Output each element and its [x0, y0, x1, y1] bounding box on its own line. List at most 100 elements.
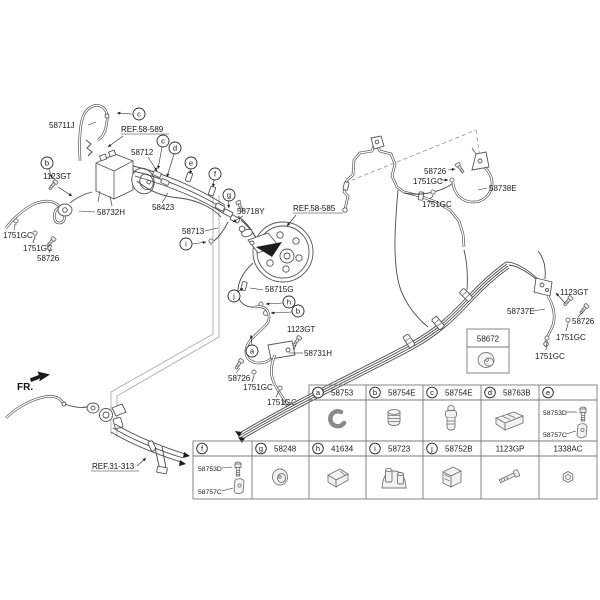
rear-axle-tube-assembly [342, 135, 468, 328]
center-front-hose-assembly: 58715G 1123GT 58731H 58726 1751GC 1751GC [228, 262, 332, 407]
brake-booster: REF.58-585 [238, 204, 343, 283]
part-icon-cap-grommet [272, 468, 288, 486]
svg-text:g: g [227, 191, 231, 200]
label-58726: 58726 [424, 167, 447, 176]
part-icon-bracket [576, 423, 588, 439]
label-58715g: 58715G [265, 285, 293, 294]
part-icon-bracket [233, 478, 245, 495]
label-58718y: 58718Y [237, 207, 265, 216]
label-1123gt: 1123GT [287, 325, 315, 334]
catalog-cell-h[interactable]: h 41634 [312, 442, 354, 488]
callout-j: j [227, 287, 244, 303]
callout-h: h [265, 295, 296, 309]
part-number: 58723 [388, 445, 411, 454]
tube-clamp [147, 440, 157, 452]
catalog-cell-a[interactable]: a 58753 [312, 386, 354, 429]
label-1751gc: 1751GC [267, 398, 297, 407]
catalog-cell-e[interactable]: e 58753D 58757C [542, 386, 588, 439]
part-icon-clip-3d [327, 468, 349, 488]
catalog-cell-g[interactable]: g 58248 [255, 442, 297, 486]
front-left-brake-hose: 1751GC 1751GC 58726 58732H [3, 191, 125, 263]
catalog-cell-f[interactable]: f 58753D 58757C [196, 442, 245, 496]
part-icon-bolt [579, 406, 587, 422]
label-58711j: 58711J [49, 121, 75, 130]
callout-e: e [184, 156, 198, 175]
svg-text:j: j [232, 292, 235, 301]
part-number: 1338AC [554, 445, 583, 454]
part-number: 58753 [331, 389, 354, 398]
hose-bolt [233, 357, 245, 371]
catalog-cell-c[interactable]: c 58754E [426, 386, 473, 431]
sub-part-number: 58757C [543, 432, 567, 439]
svg-text:a: a [250, 347, 255, 356]
svg-text:f: f [201, 444, 204, 453]
catalog-cell-j[interactable]: j 58752B [426, 442, 473, 488]
svg-text:b: b [296, 307, 300, 316]
part-icon-tube-clamp-bracket [381, 467, 407, 489]
sub-part-number: 58753D [198, 466, 222, 473]
catalog-cell-d[interactable]: d 58763B [484, 386, 531, 431]
label-1751gc: 1751GC [3, 231, 33, 240]
label-1123gt: 1123GT [560, 288, 588, 297]
catalog-cell-b[interactable]: b 58754E [369, 386, 416, 426]
svg-text:j: j [430, 444, 433, 453]
tube-clip [13, 218, 19, 226]
part-number: 58754E [445, 389, 473, 398]
label-58731h: 58731H [304, 349, 332, 358]
front-brake-tubes: 58712 58423 58713 58718Y [131, 148, 265, 246]
part-icon-bolt [234, 461, 242, 477]
label-1751gc: 1751GC [413, 177, 443, 186]
label-58726: 58726 [228, 374, 251, 383]
callout-d: d [166, 141, 182, 178]
grommet-icon [477, 352, 495, 368]
label-1751gc: 1751GC [556, 333, 586, 342]
tube-clip [208, 238, 214, 246]
fr-label: FR. [17, 382, 33, 393]
svg-text:c: c [137, 110, 141, 119]
catalog-cell-1123gp[interactable]: 1123GP [496, 445, 525, 485]
tube-clip [430, 189, 436, 197]
svg-text:d: d [173, 144, 177, 153]
svg-text:i: i [374, 444, 376, 453]
part-icon-clip [328, 409, 347, 429]
ref-link-58-585[interactable]: REF.58-585 [286, 204, 343, 227]
part-number: 58754E [388, 389, 416, 398]
catalog-cell-i[interactable]: i 58723 [369, 442, 411, 489]
parts-table: a 58753 b 58754E c 58754E [192, 384, 598, 500]
ref-link-31-313[interactable]: REF.31-313 [91, 457, 147, 472]
part-number: 58752B [445, 445, 473, 454]
part-icon-multi-clamp [494, 411, 525, 431]
ref-31-313-label: REF.31-313 [92, 462, 135, 471]
fr-arrow-icon [30, 371, 50, 382]
svg-text:b: b [45, 159, 49, 168]
hose-bracket [267, 340, 296, 360]
catalog-cell-1338ac[interactable]: 1338AC [554, 445, 583, 484]
label-58712: 58712 [131, 148, 154, 157]
tube-fitting [152, 170, 162, 178]
tube-clip [251, 369, 257, 377]
bracket-bolt [291, 334, 303, 348]
label-1751gc: 1751GC [23, 244, 53, 253]
hose-bolt [578, 302, 590, 316]
detail-view-lines [344, 129, 481, 184]
label-58738e: 58738E [489, 184, 517, 193]
svg-text:h: h [316, 444, 320, 453]
part-icon-nut [562, 470, 574, 484]
label-58713: 58713 [182, 227, 205, 236]
label-1123gt: 1123GT [43, 172, 71, 181]
svg-text:g: g [259, 444, 263, 453]
part-icon-block-clip [441, 466, 463, 488]
front-tube-subassembly: REF.31-313 [5, 395, 190, 475]
tube-connector [214, 202, 226, 212]
fr-indicator: FR. [17, 371, 50, 393]
part-number: 1123GP [496, 445, 525, 454]
part-number: 58763B [503, 389, 531, 398]
ref-58-585-label: REF.58-585 [293, 204, 336, 213]
callout-g: g [222, 188, 236, 209]
svg-text:a: a [316, 388, 321, 397]
ref-link-58-589[interactable]: REF.58-589 [107, 125, 169, 148]
sub-part-number: 58757C [198, 489, 222, 496]
tube-clamp [417, 191, 425, 201]
